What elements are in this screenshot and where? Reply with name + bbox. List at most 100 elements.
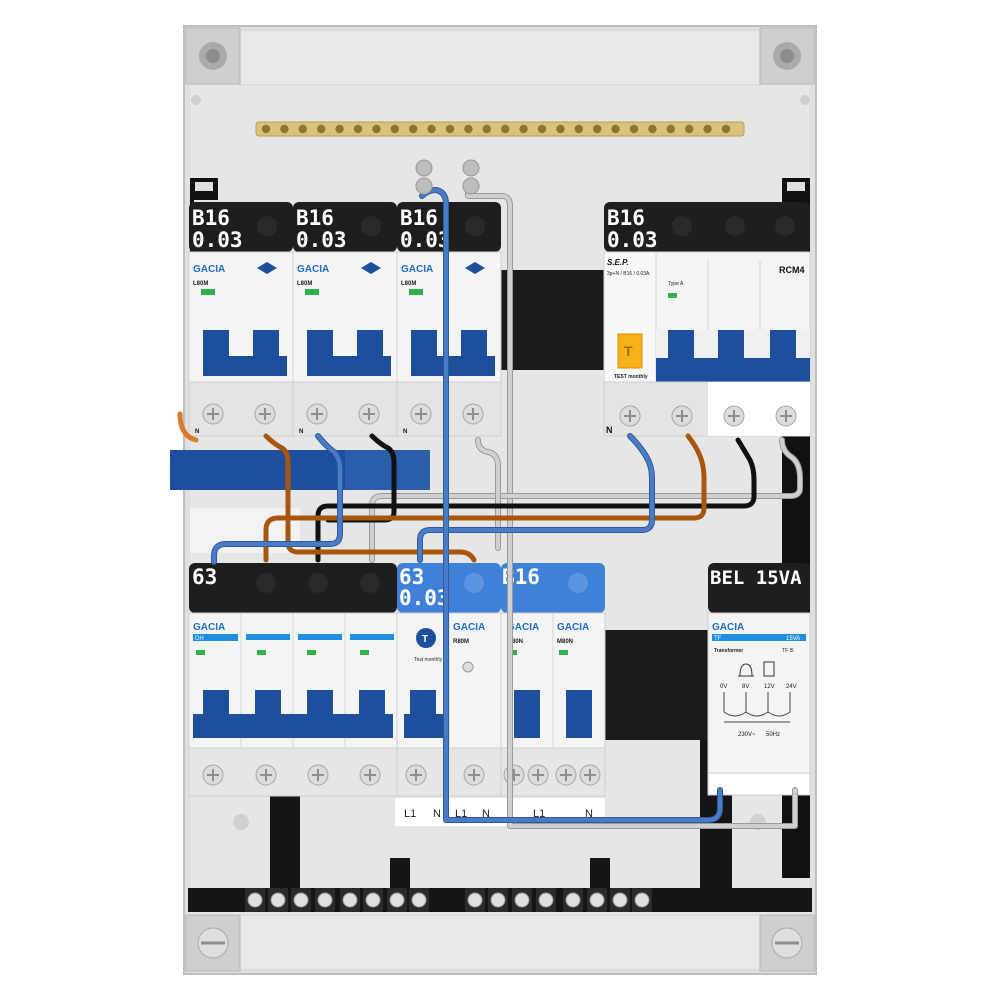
mcb-model-1: M80N [507, 639, 523, 645]
terminal-screw-icon [247, 892, 263, 908]
terminal-screw-icon [342, 892, 358, 908]
mcb-model-2: M80N [557, 639, 573, 645]
device-label-plate [293, 202, 397, 252]
busbar-screw-icon [280, 124, 289, 134]
busbar-screw-icon [335, 124, 344, 134]
rcbo-handle-bar[interactable] [307, 356, 391, 376]
mcb-terminal-screws [503, 764, 601, 786]
rcm-type-text: Type A [668, 281, 684, 287]
terminal-screw-icon [612, 892, 628, 908]
main-switch-terminal-screws [202, 764, 381, 786]
corner-screw-icon [185, 27, 241, 85]
status-indicator [201, 289, 215, 295]
busbar-screw-icon [298, 124, 307, 134]
rcm-terminal-n-label: N [606, 425, 613, 435]
busbar-screw-icon [464, 124, 473, 134]
rcm-terminal-screws [619, 405, 797, 427]
mounting-hole-icon [233, 814, 249, 830]
mcb-handle-2[interactable] [566, 690, 592, 738]
busbar-screw-icon [353, 124, 363, 134]
corner-screw-icon [759, 27, 815, 85]
terminal-screw-icon [490, 892, 506, 908]
status-indicator [360, 650, 369, 655]
busbar-screw-icon [482, 124, 491, 134]
terminal-label-1: L1 [404, 808, 416, 820]
rcd-test-button[interactable] [416, 628, 436, 648]
busbar-screw-icon [317, 124, 326, 134]
blue-busbar-cover-shade [345, 450, 430, 490]
rcbo-label-line1: B16 [296, 206, 334, 230]
rcm-test-button[interactable] [617, 333, 643, 369]
mcb-devices: B16 GACIA GACIA M80N M80N [500, 563, 606, 797]
rcbo-model: L80M [401, 281, 416, 287]
rcd-label-line2: 0.03 [399, 586, 450, 610]
rail-marker-light [195, 182, 213, 191]
status-indicator [305, 289, 319, 295]
rcm-test-button-icon: T [624, 343, 633, 359]
wiring [177, 181, 803, 829]
bell-icon [738, 663, 754, 677]
mcb-handle-1[interactable] [514, 690, 540, 738]
rcd-indicator-window [462, 661, 474, 673]
rcbo-brand: GACIA [401, 264, 433, 275]
terminal-screw-icon [538, 892, 554, 908]
terminal-screw-icon [365, 892, 381, 908]
main-switch: 63 GACIA DH [188, 563, 398, 797]
wire-black [315, 437, 757, 563]
wire-brown [177, 411, 199, 443]
rcm-handle-bar[interactable] [656, 358, 810, 382]
mounting-hole-icon [800, 95, 810, 105]
transformer-label: BEL 15VA [710, 567, 802, 589]
rcbo-handle-bar[interactable] [411, 356, 495, 376]
terminal-screw-icon [389, 892, 405, 908]
transformer-code: TF I5 [782, 648, 794, 654]
busbar-screw-icon [721, 124, 731, 134]
terminal-screw-icon [565, 892, 581, 908]
rcbo-handle-bar[interactable] [203, 356, 287, 376]
rcm-brand-logo: S.E.P. [607, 258, 629, 267]
rcbo-terminal-n-label: N [195, 429, 199, 435]
busbar-screw-icon [629, 124, 639, 134]
busbar-screw-icon [574, 124, 583, 134]
terminal-screw-icon [514, 892, 530, 908]
brand-diamond-icon [257, 262, 277, 274]
rcm-label-line2: 0.03 [607, 228, 658, 252]
rcm-test-text: TEST monthly [614, 374, 648, 380]
rcd-model: R80M [453, 639, 469, 645]
brand-diamond-icon [465, 262, 485, 274]
rcbo-terminal-n-label: N [299, 429, 303, 435]
transformer-freq: 50Hz [766, 732, 780, 738]
busbar-screw-row [261, 124, 731, 134]
feed-terminal-screws [415, 159, 480, 195]
busbar-screw-icon [501, 124, 510, 134]
rail-marker-light [787, 182, 805, 191]
brand-diamond-icon [361, 262, 381, 274]
rcd-brand: GACIA [453, 622, 485, 633]
mcb-brand-2: GACIA [557, 622, 589, 633]
main-switch-handle-bar[interactable] [193, 714, 393, 738]
voltage-label-1: 8V [742, 684, 749, 690]
status-indicator [409, 289, 423, 295]
label-screw-icon [361, 216, 381, 236]
busbar-screw-icon [372, 124, 381, 134]
rcbo-model: L80M [297, 281, 312, 287]
rcbo-label-line1: B16 [192, 206, 230, 230]
main-switch-label: 63 [192, 565, 217, 589]
rcbo-label-line2: 0.03 [192, 228, 243, 252]
main-switch-brand: GACIA [193, 622, 225, 633]
transformer-desc: Transformer [714, 648, 743, 654]
voltage-label-2: 12V [764, 684, 775, 690]
voltage-label-3: 24V [786, 684, 797, 690]
terminal-screw-icon [270, 892, 286, 908]
wire-grey [476, 438, 500, 550]
status-indicator [196, 650, 205, 655]
busbar-screw-icon [556, 124, 565, 134]
busbar-screw-icon [537, 124, 547, 134]
terminal-label-2: N [433, 808, 441, 820]
rcm-spec-text: 3p+N / B16 / 0.03A [607, 271, 650, 277]
rcd-handle-bar[interactable] [404, 714, 444, 738]
rcd-test-button-icon: T [422, 634, 428, 645]
corner-screw-icon [185, 914, 241, 972]
